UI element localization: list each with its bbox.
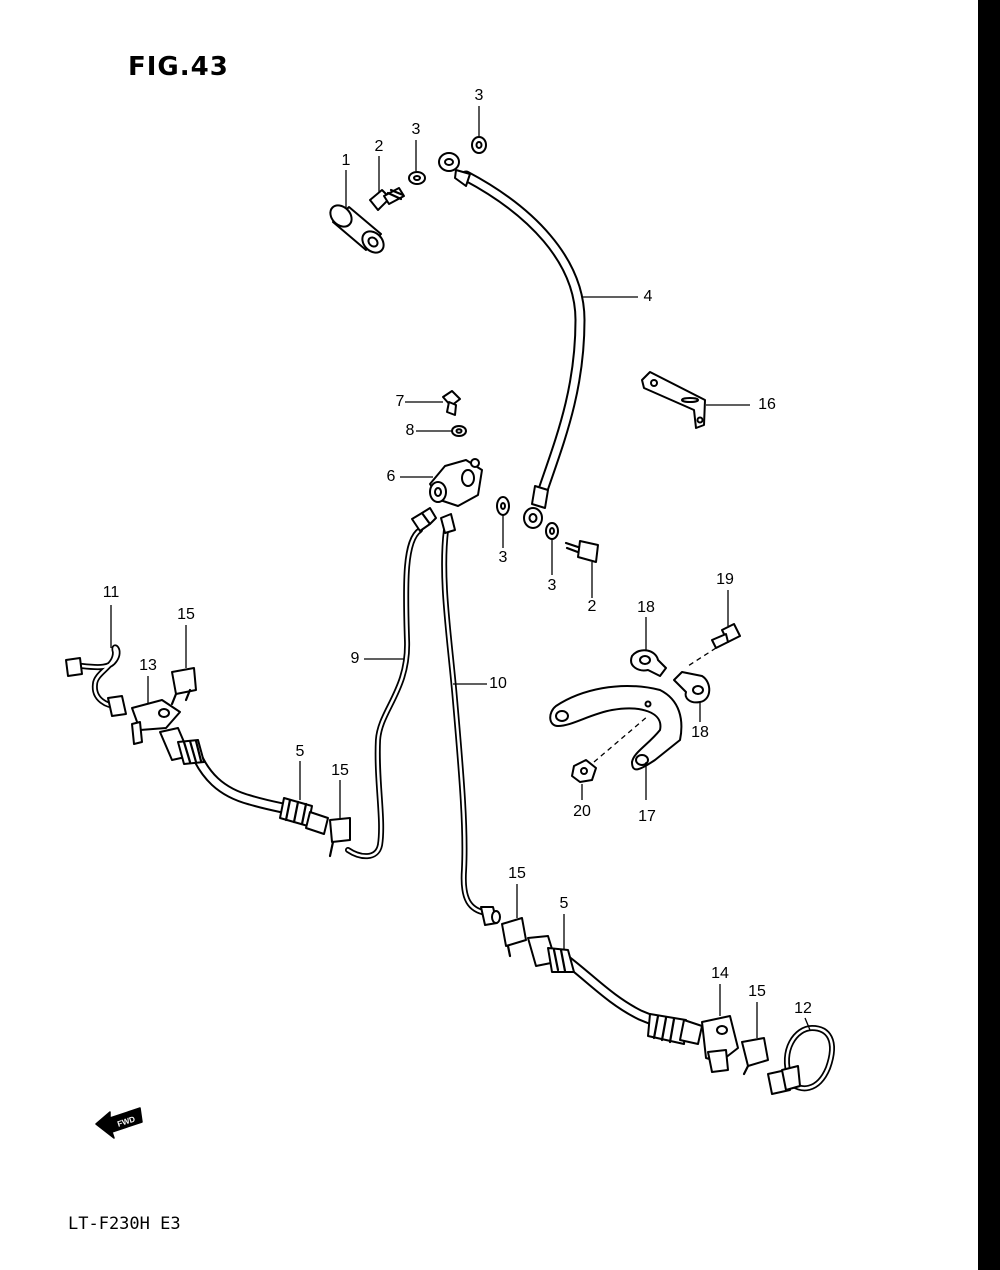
callout-3d: 3 (547, 577, 557, 594)
part-3-washer-a (408, 171, 426, 185)
scan-edge-bar (978, 0, 1000, 1270)
callout-8: 8 (405, 422, 415, 439)
callout-19: 19 (716, 571, 734, 588)
part-4-hose (438, 152, 586, 529)
callout-17: 17 (638, 808, 656, 825)
part-3-washer-b (471, 136, 487, 154)
part-8-washer (451, 425, 467, 437)
part-12-pipe (767, 1025, 835, 1095)
assembly-line-20 (593, 715, 649, 763)
part-16-bracket (641, 371, 706, 429)
callout-15a: 15 (177, 606, 195, 623)
callout-2-lower: 2 (587, 598, 597, 615)
leader-12 (804, 1017, 811, 1031)
callout-15d: 15 (748, 983, 766, 1000)
part-15-clip-d (741, 1037, 769, 1076)
part-9-pipe (345, 507, 437, 860)
callout-11: 11 (102, 584, 120, 601)
part-3-washer-c (496, 496, 510, 516)
callout-2-top: 2 (374, 138, 384, 155)
callout-6: 6 (386, 468, 396, 485)
callout-1: 1 (341, 152, 351, 169)
callout-13: 13 (139, 657, 157, 674)
callout-3c: 3 (498, 549, 508, 566)
callout-7: 7 (395, 393, 405, 410)
part-10-pipe (440, 513, 501, 926)
callout-10: 10 (489, 675, 507, 692)
part-15-clip-c (501, 917, 527, 958)
part-3-washer-d (545, 522, 559, 540)
part-7-bleeder (442, 390, 461, 416)
part-2-bolt-lower (564, 540, 599, 563)
callout-16: 16 (758, 396, 776, 413)
callout-5b: 5 (559, 895, 569, 912)
part-11-pipe (65, 644, 127, 717)
part-5-hose-left (159, 727, 329, 835)
model-code: LT-F230H E3 (68, 1214, 181, 1234)
callout-3b: 3 (474, 87, 484, 104)
part-15-clip-a (170, 667, 197, 706)
callout-12: 12 (794, 1000, 812, 1017)
callout-18b: 18 (691, 724, 709, 741)
part-5-hose-right (527, 935, 703, 1045)
part-13-bracket (131, 699, 181, 745)
figure-title: FIG.43 (128, 52, 229, 82)
callout-15c: 15 (508, 865, 526, 882)
part-19-bolt (711, 623, 741, 649)
part-14-bracket (701, 1015, 739, 1073)
callout-5a: 5 (295, 743, 305, 760)
part-20-nut (571, 759, 597, 783)
callout-18a: 18 (637, 599, 655, 616)
assembly-line-19 (687, 647, 717, 667)
part-2-bolt-top (369, 187, 405, 211)
part-18-clamp-b (673, 671, 711, 704)
part-17-bracket (549, 684, 683, 771)
part-18-clamp-a (630, 649, 667, 677)
callout-15b: 15 (331, 762, 349, 779)
callout-3a: 3 (411, 121, 421, 138)
part-6-joint (429, 458, 483, 507)
callout-4: 4 (643, 288, 653, 305)
part-1-joint (329, 204, 385, 254)
fwd-arrow-icon: FWD (95, 1107, 143, 1139)
callout-14: 14 (711, 965, 729, 982)
callout-9: 9 (350, 650, 360, 667)
callout-20: 20 (573, 803, 591, 820)
part-15-clip-b (328, 817, 351, 858)
